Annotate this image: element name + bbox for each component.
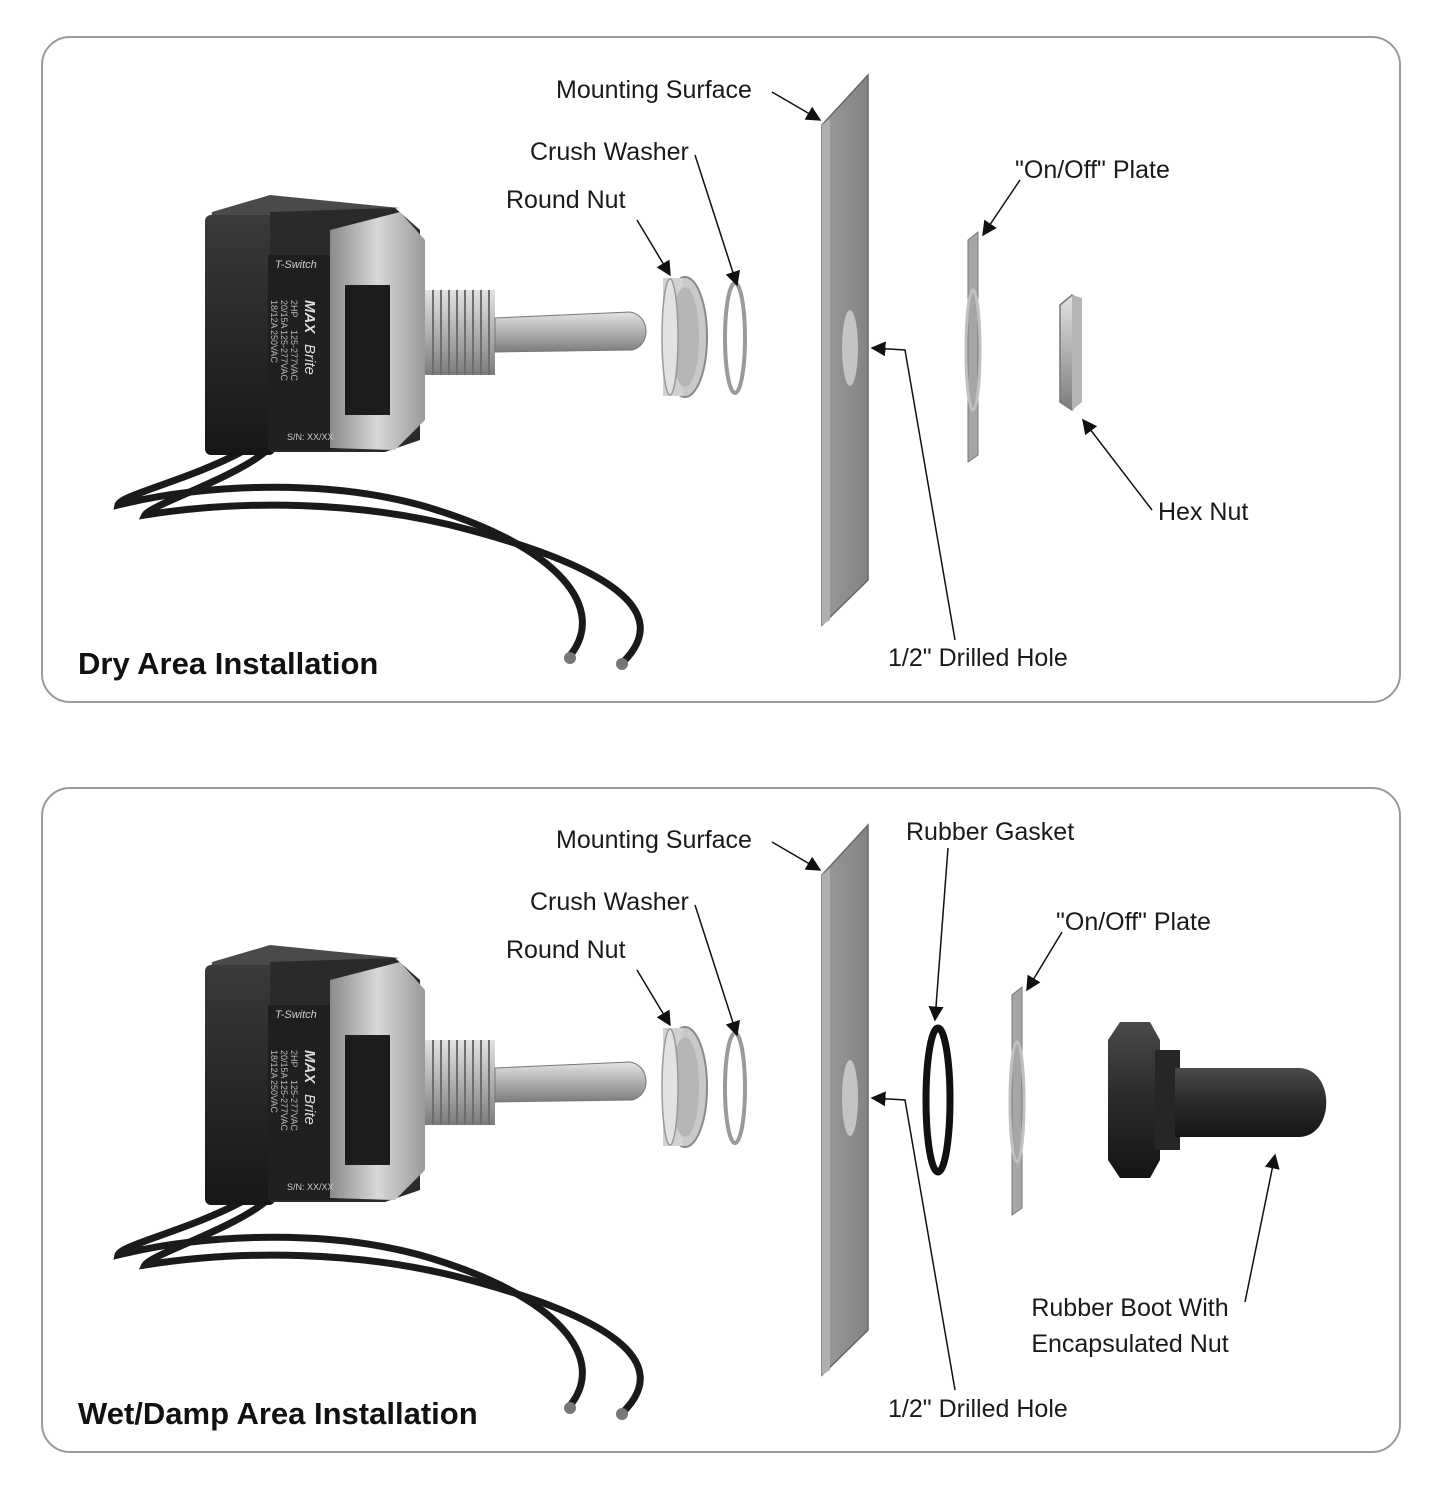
hex-nut — [1059, 294, 1082, 412]
round-nut — [661, 1026, 708, 1148]
leader-rubber-boot — [1244, 1153, 1280, 1303]
svg-text:18/12A: 18/12A — [269, 1050, 279, 1079]
svg-text:250VAC: 250VAC — [269, 330, 279, 363]
label-mounting-surface: Mounting Surface — [556, 76, 752, 104]
label-on-off-plate: "On/Off" Plate — [1015, 156, 1170, 184]
svg-text:MAX: MAX — [301, 1050, 318, 1084]
dry-panel-title: Dry Area Installation — [78, 646, 379, 681]
mounting-surface — [821, 823, 869, 1377]
svg-text:2HP: 2HP — [289, 300, 299, 318]
wet-installation-panel: T-Switch MAX Brite 2HP 125-277VAC 20/15A… — [0, 750, 1437, 1465]
label-crush-washer: Crush Washer — [530, 138, 689, 166]
leader-rubber-gasket — [928, 847, 949, 1022]
dry-installation-panel: T-Switch MAX Brite 2HP 125-277VAC 20/15A… — [0, 0, 1437, 715]
svg-text:18/12A: 18/12A — [269, 300, 279, 329]
leader-round-nut — [636, 969, 671, 1027]
leader-drilled-hole — [870, 341, 956, 641]
svg-text:20/15A: 20/15A — [279, 1050, 289, 1079]
svg-text:Brite: Brite — [301, 1094, 318, 1125]
dry-diagram: T-Switch MAX Brite 2HP 125-277VAC 20/15A… — [41, 36, 1401, 703]
threaded-bushing — [425, 290, 495, 375]
mounting-surface — [821, 73, 869, 627]
label-rubber-boot: Rubber Boot With Encapsulated Nut — [1010, 1290, 1250, 1362]
dry-panel-frame — [41, 36, 1401, 703]
svg-text:Brite: Brite — [301, 344, 318, 375]
label-crush-washer: Crush Washer — [530, 888, 689, 916]
leader-round-nut — [636, 219, 671, 277]
svg-text:125-277VAC: 125-277VAC — [279, 1080, 289, 1131]
wet-leader-lines — [636, 841, 1280, 1391]
svg-text:250VAC: 250VAC — [269, 1080, 279, 1113]
rubber-boot — [1108, 1022, 1327, 1178]
wet-panel-title: Wet/Damp Area Installation — [78, 1396, 478, 1431]
svg-text:125-277VAC: 125-277VAC — [289, 330, 299, 381]
svg-text:125-277VAC: 125-277VAC — [289, 1080, 299, 1131]
threaded-bushing — [425, 1040, 495, 1125]
label-round-nut: Round Nut — [506, 936, 626, 964]
round-nut — [661, 276, 708, 398]
switch-printed-specs: MAX Brite 2HP 125-277VAC 20/15A 125-277V… — [269, 1050, 318, 1131]
svg-text:S/N: XX/XX: S/N: XX/XX — [287, 432, 334, 442]
leader-on-off-plate — [1026, 931, 1063, 992]
label-rubber-boot-line1: Rubber Boot With — [1031, 1294, 1229, 1322]
switch-wires — [113, 1196, 644, 1419]
leader-crush-washer — [694, 904, 740, 1037]
label-round-nut: Round Nut — [506, 186, 626, 214]
toggle-switch — [205, 195, 425, 455]
svg-text:125-277VAC: 125-277VAC — [279, 330, 289, 381]
switch-model-label: T-Switch — [275, 259, 317, 271]
toggle-lever — [494, 311, 647, 353]
label-hex-nut: Hex Nut — [1158, 498, 1249, 526]
leader-mounting-surface — [771, 841, 822, 871]
label-on-off-plate: "On/Off" Plate — [1056, 908, 1211, 936]
wet-panel-frame — [41, 787, 1401, 1453]
label-mounting-surface: Mounting Surface — [556, 826, 752, 854]
label-rubber-gasket: Rubber Gasket — [906, 818, 1075, 846]
label-drilled-hole: 1/2" Drilled Hole — [888, 644, 1068, 672]
svg-text:MAX: MAX — [301, 300, 318, 334]
leader-mounting-surface — [771, 91, 822, 121]
switch-model-label: T-Switch — [275, 1009, 317, 1021]
label-drilled-hole: 1/2" Drilled Hole — [888, 1395, 1068, 1423]
svg-text:20/15A: 20/15A — [279, 300, 289, 329]
svg-text:2HP: 2HP — [289, 1050, 299, 1068]
drilled-hole — [842, 1060, 858, 1136]
drilled-hole — [842, 310, 858, 386]
dry-leader-lines — [636, 91, 1153, 641]
crush-washer — [723, 1031, 747, 1145]
switch-wires — [113, 446, 644, 669]
toggle-lever — [494, 1061, 647, 1103]
leader-drilled-hole — [870, 1091, 956, 1391]
wet-diagram: T-Switch MAX Brite 2HP 125-277VAC 20/15A… — [41, 787, 1401, 1453]
svg-text:S/N: XX/XX: S/N: XX/XX — [287, 1182, 334, 1192]
on-off-plate — [964, 230, 982, 463]
toggle-switch — [205, 945, 425, 1205]
leader-crush-washer — [694, 154, 740, 287]
leader-on-off-plate — [982, 179, 1021, 237]
label-rubber-boot-line2: Encapsulated Nut — [1031, 1330, 1229, 1358]
switch-printed-specs: MAX Brite 2HP 125-277VAC 20/15A 125-277V… — [269, 300, 318, 381]
crush-washer — [723, 281, 747, 395]
rubber-gasket — [922, 1024, 954, 1176]
on-off-plate — [1008, 985, 1026, 1216]
leader-hex-nut — [1082, 418, 1153, 511]
